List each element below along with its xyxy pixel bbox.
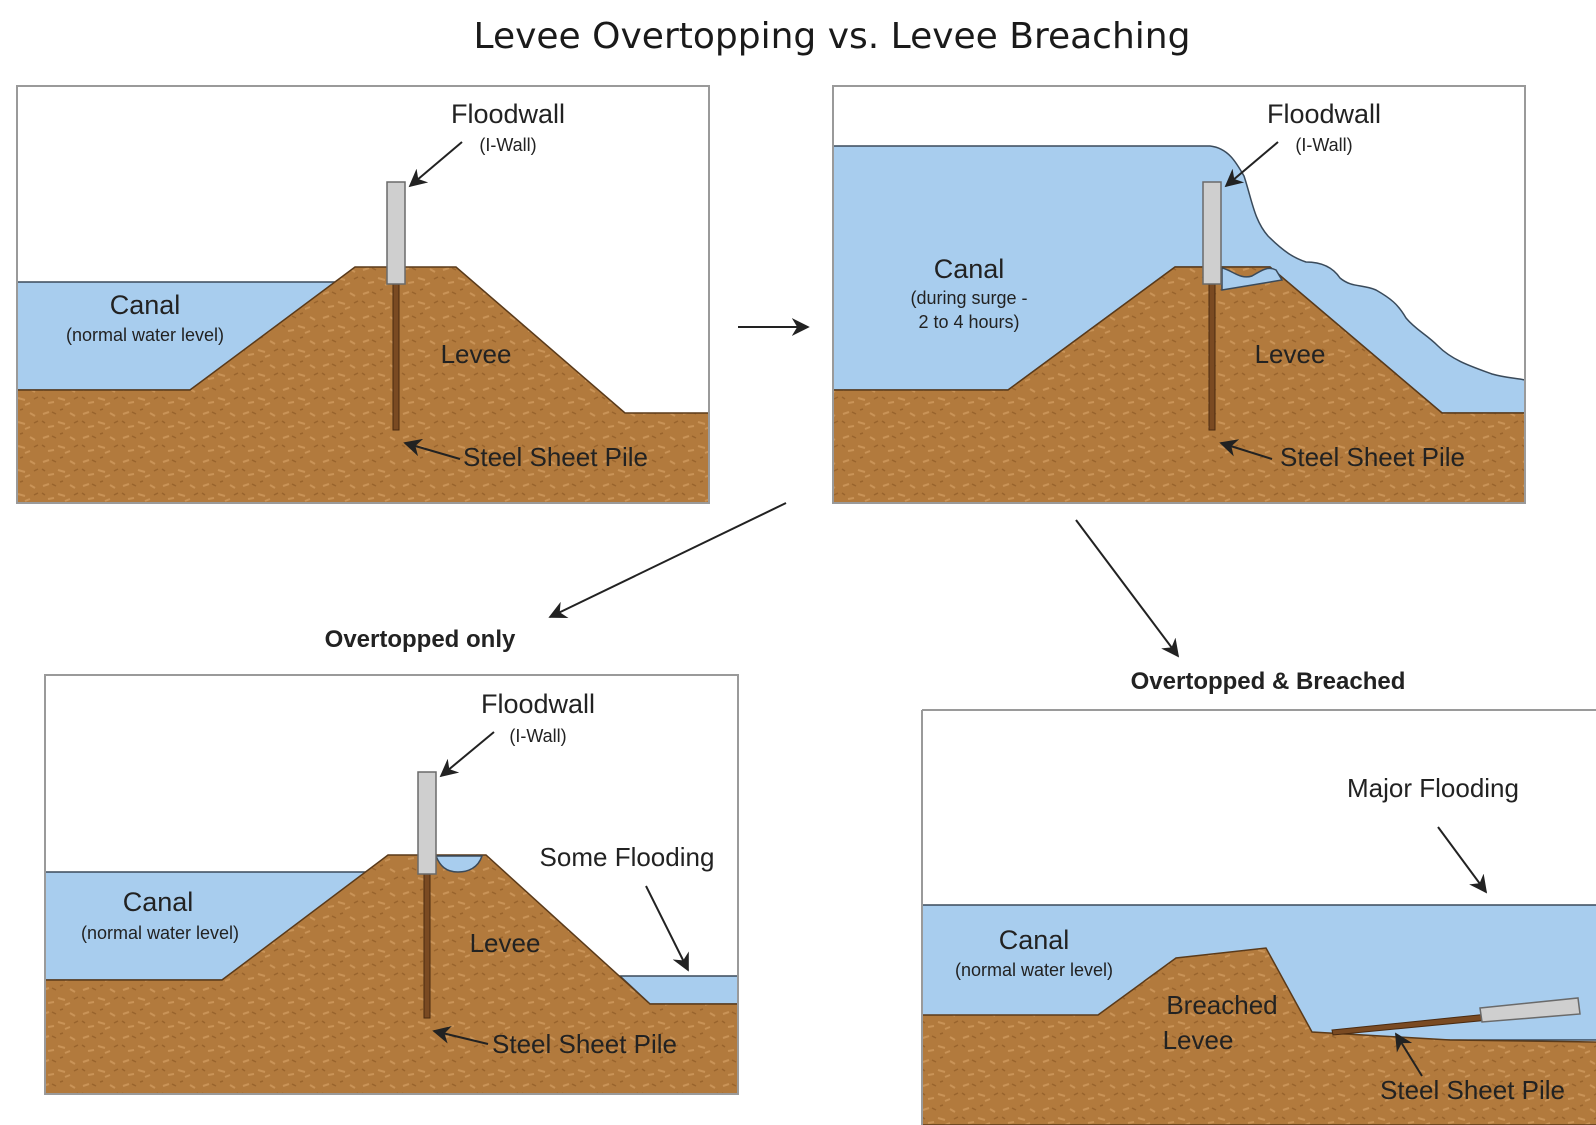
panel-breached: Major Flooding Canal (normal water level… — [921, 709, 1596, 1125]
pile-label: Steel Sheet Pile — [1380, 1075, 1565, 1105]
overflow-water — [1221, 267, 1284, 291]
surge-water — [832, 145, 1526, 414]
overtopped-heading: Overtopped only — [325, 626, 516, 653]
floodwall-pointer — [439, 731, 495, 778]
iwall-label: (I-Wall) — [479, 135, 536, 155]
canal-note-line-1: (during surge - — [910, 288, 1027, 308]
floodwall-pointer — [1224, 141, 1279, 188]
pile-pointer — [1219, 439, 1273, 460]
canal-note: (normal water level) — [66, 325, 224, 345]
floodwall — [1202, 181, 1222, 285]
floodwall-pointer — [408, 141, 463, 188]
breached-heading: Overtopped & Breached — [1131, 668, 1406, 695]
pile-pointer — [432, 1026, 489, 1045]
iwall-label: (I-Wall) — [1295, 135, 1352, 155]
pile-label: Steel Sheet Pile — [1280, 442, 1465, 472]
levee-label: Levee — [441, 339, 512, 369]
crest-pond — [434, 855, 484, 873]
levee-label: Levee — [470, 928, 541, 958]
canal-note: (normal water level) — [955, 960, 1113, 980]
breached-levee-soil — [922, 947, 1596, 1125]
floodwall-label: Floodwall — [1267, 99, 1381, 129]
canal-label: Canal — [110, 290, 181, 320]
floodwall — [417, 771, 437, 875]
pile-pointer — [1395, 1032, 1423, 1077]
floodwall-label: Floodwall — [481, 689, 595, 719]
panel-normal: Floodwall (I-Wall) Canal (normal water l… — [16, 85, 710, 504]
panel-overtopped: Floodwall (I-Wall) Canal (normal water l… — [44, 674, 739, 1095]
pile-pointer — [403, 438, 461, 460]
flow-arrow-overtopped — [548, 502, 787, 619]
major-flooding-label: Major Flooding — [1347, 773, 1519, 803]
canal-label: Canal — [123, 887, 194, 917]
floodwall — [386, 181, 406, 285]
some-flooding-label: Some Flooding — [540, 842, 715, 872]
breached-levee-label-1: Breached — [1166, 990, 1277, 1020]
flooding-pointer — [1437, 826, 1488, 894]
iwall-label: (I-Wall) — [509, 726, 566, 746]
floodwall-label: Floodwall — [451, 99, 565, 129]
canal-note: (normal water level) — [81, 923, 239, 943]
pile-label: Steel Sheet Pile — [463, 442, 648, 472]
breached-levee-label-2: Levee — [1163, 1025, 1234, 1055]
canal-label: Canal — [934, 254, 1005, 284]
canal-note-line-2: 2 to 4 hours) — [918, 312, 1019, 332]
panel-surge: Floodwall (I-Wall) Canal (during surge -… — [832, 85, 1526, 504]
flooding-pointer — [645, 885, 689, 972]
pile-label: Steel Sheet Pile — [492, 1029, 677, 1059]
toppled-floodwall — [1479, 997, 1581, 1023]
levee-label: Levee — [1255, 339, 1326, 369]
flow-arrow-breached — [1075, 519, 1180, 658]
canal-label: Canal — [999, 925, 1070, 955]
diagram-title: Levee Overtopping vs. Levee Breaching — [474, 16, 1191, 57]
